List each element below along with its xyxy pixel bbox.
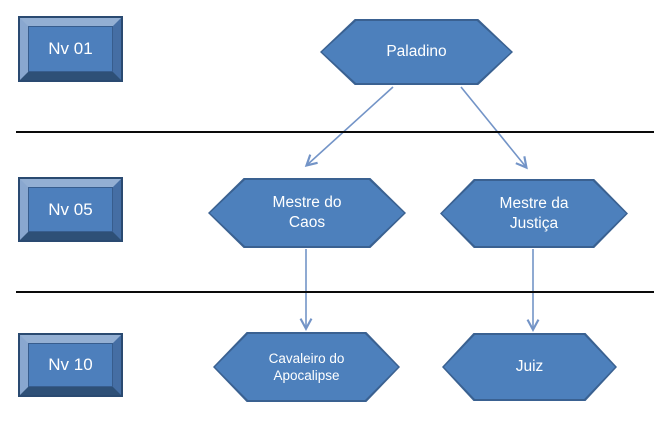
node-label-line1: Mestre da [499,194,569,212]
node-label-line2: Justiça [509,214,559,232]
level-badge-nv-05: Nv 05 [18,177,123,242]
level-badge-label: Nv 10 [28,343,113,387]
node-cavaleiro-do-apocalipse: Cavaleiro do Apocalipse [213,332,400,402]
level-badge-nv-10: Nv 10 [18,333,123,397]
badge-bevel [20,335,121,395]
divider-line-2 [16,291,654,293]
node-label-line2: Apocalipse [273,368,340,383]
node-label: Mestre da Justiça [442,181,626,246]
node-mestre-da-justica: Mestre da Justiça [440,179,628,248]
badge-bevel [20,179,121,240]
node-label: Cavaleiro do Apocalipse [215,334,398,400]
node-label-line1: Juiz [515,358,544,376]
node-label-line1: Cavaleiro do [268,350,345,366]
node-paladino: Paladino [320,19,513,85]
node-label-line1: Paladino [386,43,447,61]
node-juiz: Juiz [442,333,617,401]
node-label: Juiz [444,335,615,399]
node-label-line1: Mestre do [272,194,342,212]
node-label: Mestre do Caos [210,180,404,246]
level-badge-label: Nv 01 [28,26,113,72]
divider-line-1 [16,131,654,133]
arrow-paladino-to-mestre-do-caos [307,86,394,165]
node-label-line2: Caos [288,214,326,231]
level-badge-nv-01: Nv 01 [18,16,123,82]
node-label: Paladino [322,21,511,83]
badge-bevel [20,18,121,80]
arrow-paladino-to-mestre-da-justica [460,86,526,167]
node-mestre-do-caos: Mestre do Caos [208,178,406,248]
level-badge-label: Nv 05 [28,187,113,232]
